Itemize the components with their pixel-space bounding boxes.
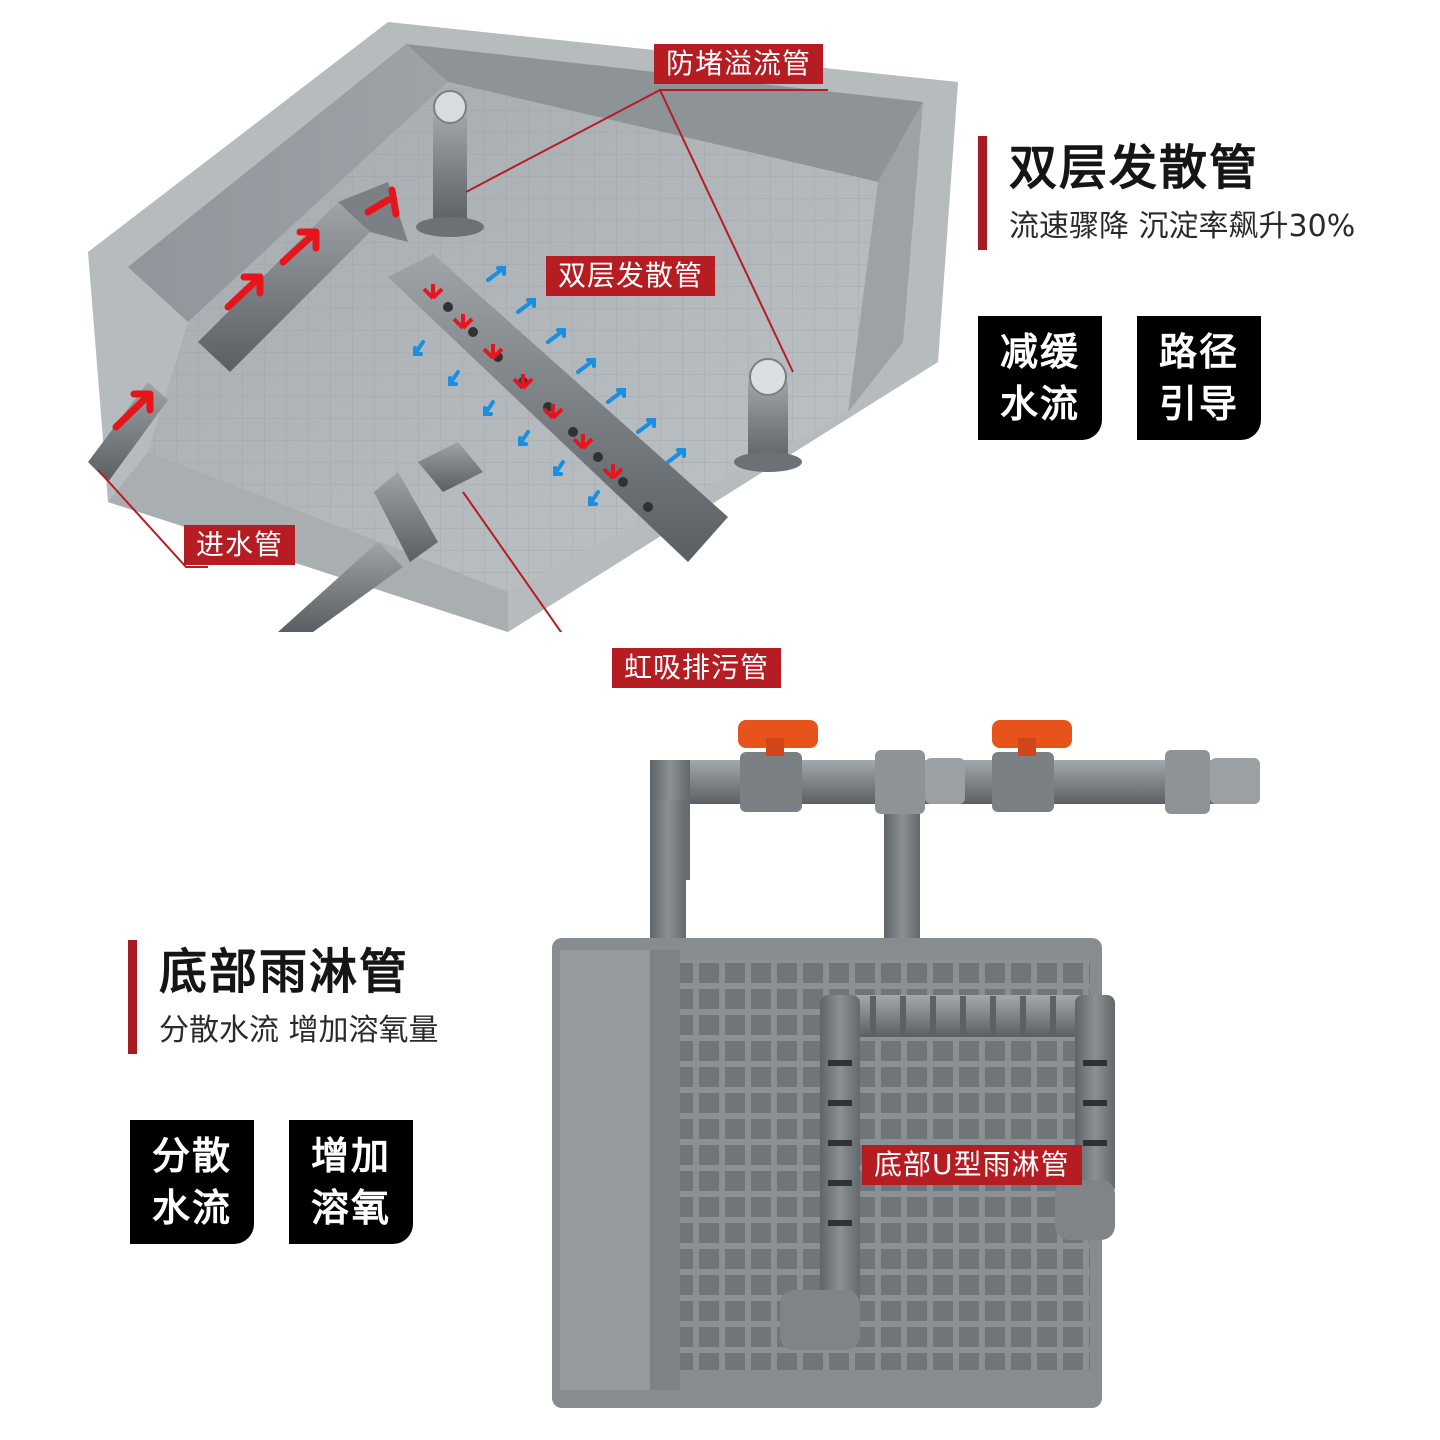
badge-slow-flow: 减缓 水流 [978, 316, 1102, 440]
badge-disperse-flow: 分散 水流 [130, 1120, 254, 1244]
badge-line: 溶氧 [310, 1186, 391, 1230]
badge-add-oxygen: 增加 溶氧 [289, 1120, 413, 1244]
badge-line: 水流 [999, 382, 1080, 426]
badge-line: 水流 [151, 1186, 232, 1230]
badge-line: 增加 [310, 1134, 391, 1178]
feature-double-diffuser: 双层发散管 流速骤降 沉淀率飙升30% [978, 136, 1355, 250]
feature-bottom-spray: 底部雨淋管 分散水流 增加溶氧量 [128, 940, 439, 1054]
filter-box-interior-photo [88, 22, 958, 632]
filter-box-bottom-photo [552, 720, 1260, 1408]
feature-subtitle: 流速骤降 沉淀率飙升30% [1009, 209, 1356, 244]
callout-siphon-drain: 虹吸排污管 [612, 648, 782, 688]
feature-title: 底部雨淋管 [159, 944, 410, 1000]
callout-overflow-pipe: 防堵溢流管 [654, 44, 824, 84]
feature-title: 双层发散管 [1009, 140, 1260, 196]
feature-subtitle: 分散水流 增加溶氧量 [159, 1013, 439, 1048]
badge-line: 路径 [1158, 330, 1239, 374]
badge-line: 引导 [1158, 382, 1239, 426]
callout-double-diffuser: 双层发散管 [546, 256, 716, 296]
badge-line: 减缓 [999, 330, 1080, 374]
badge-path-guide: 路径 引导 [1137, 316, 1261, 440]
badge-line: 分散 [151, 1134, 232, 1178]
callout-inlet-pipe: 进水管 [184, 525, 296, 565]
callout-bottom-u-spray: 底部U型雨淋管 [862, 1145, 1082, 1185]
